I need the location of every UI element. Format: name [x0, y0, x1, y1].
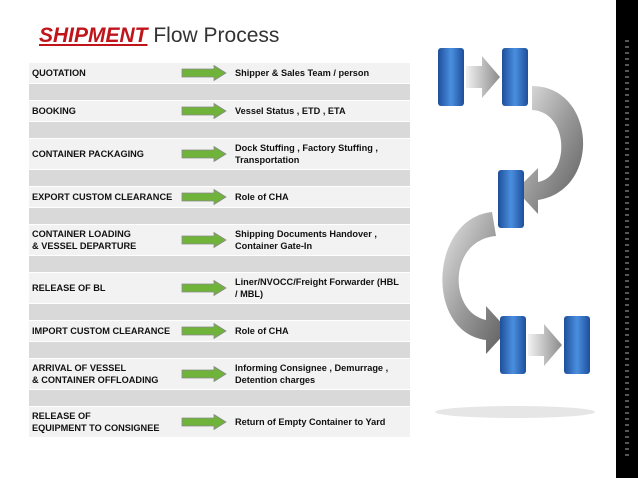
step-detail: Vessel Status , ETD , ETA — [231, 101, 410, 121]
step-detail-line: Container Gate-In — [235, 241, 313, 251]
flow-step-row: RELEASE OF EQUIPMENT TO CONSIGNEE Return o… — [29, 407, 410, 438]
step-name: RELEASE OF BL — [29, 273, 177, 303]
step-name: RELEASE OF EQUIPMENT TO CONSIGNEE — [29, 407, 177, 437]
step-detail: Dock Stuffing , Factory Stuffing , Transp… — [231, 139, 410, 169]
flow-step-row: EXPORT CUSTOM CLEARANCE Role of CHA — [29, 187, 410, 208]
row-spacer — [29, 170, 410, 187]
green-arrow-icon — [181, 366, 227, 382]
right-edge-dots — [625, 40, 629, 460]
row-spacer — [29, 342, 410, 359]
step-name: QUOTATION — [29, 63, 177, 83]
step-detail-line: Informing Consignee , Demurrage , — [235, 363, 389, 373]
step-detail: Return of Empty Container to Yard — [231, 407, 410, 437]
step-name-line: BOOKING — [32, 106, 76, 116]
step-detail-line: Shipping Documents Handover , — [235, 229, 377, 239]
flow-process-graphic — [435, 48, 595, 418]
block-1 — [438, 48, 464, 106]
step-detail-line: Vessel Status , ETD , ETA — [235, 106, 346, 116]
step-detail-line: Role of CHA — [235, 192, 289, 202]
block-2 — [502, 48, 528, 106]
step-name: BOOKING — [29, 101, 177, 121]
green-arrow-icon — [181, 103, 227, 119]
step-detail: Shipping Documents Handover , Container G… — [231, 225, 410, 255]
step-detail-line: Dock Stuffing , Factory Stuffing , — [235, 143, 378, 153]
step-name: IMPORT CUSTOM CLEARANCE — [29, 321, 177, 341]
arrow-cell — [177, 407, 231, 437]
green-arrow-icon — [181, 323, 227, 339]
step-name: CONTAINER LOADING & VESSEL DEPARTURE — [29, 225, 177, 255]
graphic-shadow — [435, 406, 595, 418]
step-detail-line: Return of Empty Container to Yard — [235, 417, 386, 427]
green-arrow-icon — [181, 189, 227, 205]
arrow-1 — [466, 56, 500, 98]
step-detail: Liner/NVOCC/Freight Forwarder (HBL / MBL) — [231, 273, 410, 303]
arrow-cell — [177, 359, 231, 389]
flow-step-row: CONTAINER PACKAGING Dock Stuffing , Facto… — [29, 139, 410, 170]
step-name-line: QUOTATION — [32, 68, 86, 78]
row-spacer — [29, 208, 410, 225]
step-name-line: RELEASE OF — [32, 411, 91, 421]
step-name-line: ARRIVAL OF VESSEL — [32, 363, 127, 373]
arrow-2 — [528, 324, 562, 366]
step-name: CONTAINER PACKAGING — [29, 139, 177, 169]
title-highlight: SHIPMENT — [39, 24, 148, 47]
arrow-cell — [177, 101, 231, 121]
step-name-line: RELEASE OF BL — [32, 283, 106, 293]
step-detail: Role of CHA — [231, 321, 410, 341]
green-arrow-icon — [181, 280, 227, 296]
row-spacer — [29, 256, 410, 273]
arrow-cell — [177, 273, 231, 303]
page-title: SHIPMENT Flow Process — [39, 24, 279, 48]
step-name-line: EXPORT CUSTOM CLEARANCE — [32, 192, 173, 202]
title-rest: Flow Process — [147, 24, 280, 47]
step-name-line: EQUIPMENT TO CONSIGNEE — [32, 423, 160, 433]
block-5 — [564, 316, 590, 374]
arrow-cell — [177, 139, 231, 169]
flow-step-row: QUOTATION Shipper & Sales Team / person — [29, 63, 410, 84]
step-detail: Shipper & Sales Team / person — [231, 63, 410, 83]
row-spacer — [29, 122, 410, 139]
step-name-line: IMPORT CUSTOM CLEARANCE — [32, 326, 171, 336]
step-detail: Role of CHA — [231, 187, 410, 207]
step-detail-line: Detention charges — [235, 375, 316, 385]
flow-step-row: RELEASE OF BL Liner/NVOCC/Freight Forward… — [29, 273, 410, 304]
arrow-cell — [177, 187, 231, 207]
green-arrow-icon — [181, 414, 227, 430]
curve-arrow-left — [442, 212, 508, 354]
arrow-cell — [177, 225, 231, 255]
step-name-line: & CONTAINER OFFLOADING — [32, 375, 159, 385]
flow-step-row: ARRIVAL OF VESSEL & CONTAINER OFFLOADING I… — [29, 359, 410, 390]
step-detail-line: Liner/NVOCC/Freight Forwarder (HBL — [235, 277, 399, 287]
step-detail-line: Transportation — [235, 155, 300, 165]
step-detail-line: Shipper & Sales Team / person — [235, 68, 370, 78]
row-spacer — [29, 84, 410, 101]
step-name-line: CONTAINER LOADING — [32, 229, 131, 239]
step-name-line: & VESSEL DEPARTURE — [32, 241, 137, 251]
step-detail: Informing Consignee , Demurrage , Detenti… — [231, 359, 410, 389]
green-arrow-icon — [181, 232, 227, 248]
flow-step-row: IMPORT CUSTOM CLEARANCE Role of CHA — [29, 321, 410, 342]
flow-step-row: CONTAINER LOADING & VESSEL DEPARTURE Shipp… — [29, 225, 410, 256]
step-detail-line: Role of CHA — [235, 326, 289, 336]
step-name: ARRIVAL OF VESSEL & CONTAINER OFFLOADING — [29, 359, 177, 389]
curve-arrow-right — [516, 86, 584, 214]
arrow-cell — [177, 63, 231, 83]
step-detail-line: / MBL) — [235, 289, 264, 299]
green-arrow-icon — [181, 146, 227, 162]
step-name: EXPORT CUSTOM CLEARANCE — [29, 187, 177, 207]
arrow-cell — [177, 321, 231, 341]
step-name-line: CONTAINER PACKAGING — [32, 149, 144, 159]
block-3 — [498, 170, 524, 228]
row-spacer — [29, 304, 410, 321]
flow-step-row: BOOKING Vessel Status , ETD , ETA — [29, 101, 410, 122]
block-4 — [500, 316, 526, 374]
green-arrow-icon — [181, 65, 227, 81]
row-spacer — [29, 390, 410, 407]
